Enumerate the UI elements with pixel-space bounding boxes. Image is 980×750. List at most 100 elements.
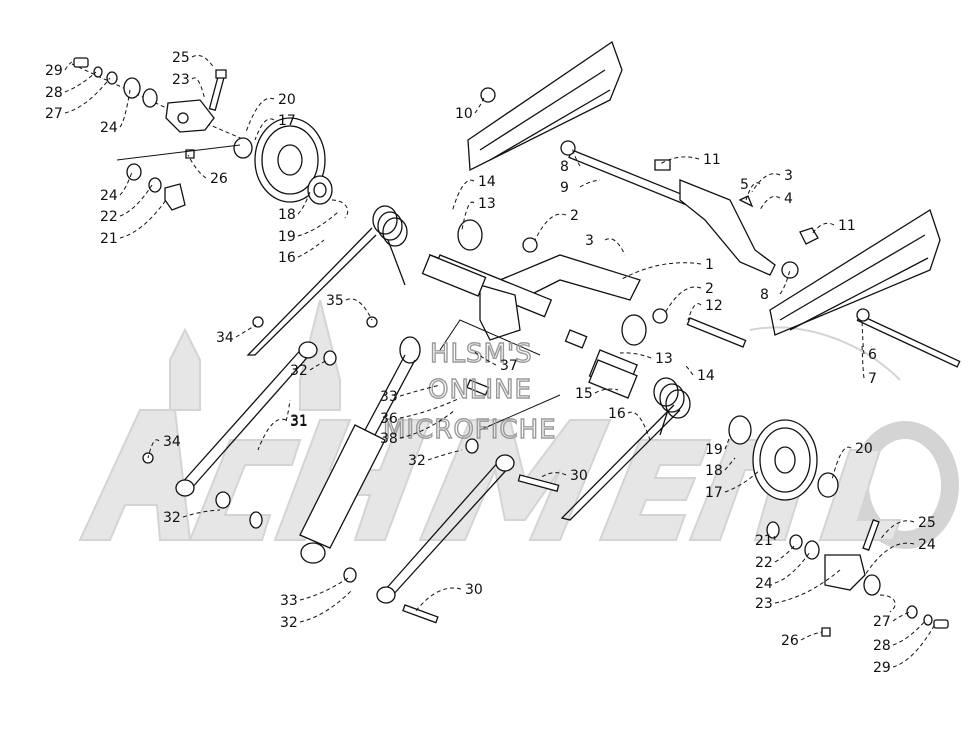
leader-line: [861, 344, 865, 379]
rear-axle-upper: [560, 140, 961, 368]
leader-line: [119, 89, 131, 128]
callout-23: 23: [755, 596, 773, 612]
leader-line: [539, 472, 567, 479]
leader-line: [309, 359, 329, 371]
callout-17: 17: [705, 485, 723, 501]
leader-line: [892, 625, 935, 668]
watermark-line-2: ONLINE: [428, 375, 532, 405]
callout-2: 2: [570, 208, 579, 224]
callout-8: 8: [560, 159, 569, 175]
leader-line: [811, 222, 835, 235]
left-idler-bracket-group: [71, 57, 253, 211]
callout-26: 26: [781, 633, 799, 649]
leader-line: [774, 543, 797, 563]
leader-line: [627, 411, 651, 441]
leader-line: [579, 179, 601, 188]
callout-25: 25: [918, 515, 936, 531]
leader-line: [119, 199, 167, 239]
leader-line: [724, 435, 731, 450]
callout-12: 12: [705, 298, 723, 314]
callout-6: 6: [868, 347, 877, 363]
leader-line: [774, 569, 841, 604]
callout-10: 10: [455, 106, 473, 122]
leader-line: [879, 520, 915, 541]
leader-line: [297, 191, 311, 215]
callout-27: 27: [873, 614, 891, 630]
leader-line: [299, 577, 349, 601]
shock-absorber: [215, 336, 421, 564]
leader-line: [64, 61, 73, 71]
leader-line: [474, 97, 485, 114]
callout-20: 20: [278, 92, 296, 108]
leader-line: [297, 239, 325, 258]
upper-left-link: [142, 316, 378, 497]
leader-line: [724, 469, 761, 493]
leader-line: [745, 182, 761, 201]
leader-line: [345, 298, 373, 321]
callout-labels: 2928272425232017242221261819161089113541…: [45, 50, 936, 676]
callout-14: 14: [478, 174, 496, 190]
callout-35: 35: [326, 293, 344, 309]
callout-24: 24: [755, 576, 773, 592]
leader-lines: [64, 54, 935, 668]
callout-25: 25: [172, 50, 190, 66]
callout-4: 4: [784, 191, 793, 207]
callout-30: 30: [465, 582, 483, 598]
callout-21: 21: [755, 533, 773, 549]
leader-line: [604, 238, 626, 256]
callout-7: 7: [868, 371, 877, 387]
center-shafts: [421, 254, 638, 431]
upper-slide-rail: [467, 40, 623, 172]
callout-1: 1: [705, 257, 714, 273]
leader-line: [399, 384, 441, 397]
leader-line: [619, 352, 652, 359]
hlsm-watermark: HLSM'S ONLINE MICROFICHE: [382, 338, 556, 445]
leader-line: [427, 449, 463, 461]
callout-13: 13: [478, 196, 496, 212]
callout-31: 31: [290, 413, 308, 429]
leader-line: [724, 457, 736, 471]
callout-29: 29: [873, 660, 891, 676]
leader-line: [119, 171, 133, 196]
callout-9: 9: [560, 180, 569, 196]
callout-23: 23: [172, 72, 190, 88]
lower-slide-rail: [769, 209, 941, 336]
callout-18: 18: [705, 463, 723, 479]
callout-15: 15: [575, 386, 593, 402]
right-torsion-spring: [560, 377, 691, 521]
lower-right-link: [343, 438, 560, 624]
callout-29: 29: [45, 63, 63, 79]
callout-34: 34: [163, 434, 181, 450]
callout-37: 37: [500, 358, 518, 374]
leader-line: [187, 154, 207, 179]
watermark-line-1: HLSM'S: [430, 339, 533, 369]
callout-24: 24: [100, 120, 118, 136]
leader-line: [235, 324, 257, 338]
leader-line: [399, 397, 461, 419]
callout-16: 16: [278, 250, 296, 266]
leader-line: [299, 589, 353, 623]
leader-line: [471, 349, 497, 366]
callout-21: 21: [100, 231, 118, 247]
leader-line: [892, 611, 911, 622]
leader-line: [451, 179, 475, 213]
callout-33: 33: [280, 593, 298, 609]
leader-line: [399, 409, 456, 439]
leader-line: [659, 156, 700, 165]
left-idler-wheel: [254, 117, 349, 219]
callout-34: 34: [216, 330, 234, 346]
callout-30: 30: [570, 468, 588, 484]
callout-18: 18: [278, 207, 296, 223]
left-torsion-spring: [246, 205, 408, 356]
leader-line: [147, 439, 160, 459]
callout-22: 22: [100, 209, 118, 225]
callout-24: 24: [918, 537, 936, 553]
callout-38: 38: [380, 431, 398, 447]
callout-8: 8: [760, 287, 769, 303]
leader-line: [772, 533, 776, 541]
leader-line: [751, 173, 781, 193]
callout-26: 26: [210, 171, 228, 187]
callout-31: 31: [290, 414, 308, 430]
leader-line: [461, 201, 475, 231]
